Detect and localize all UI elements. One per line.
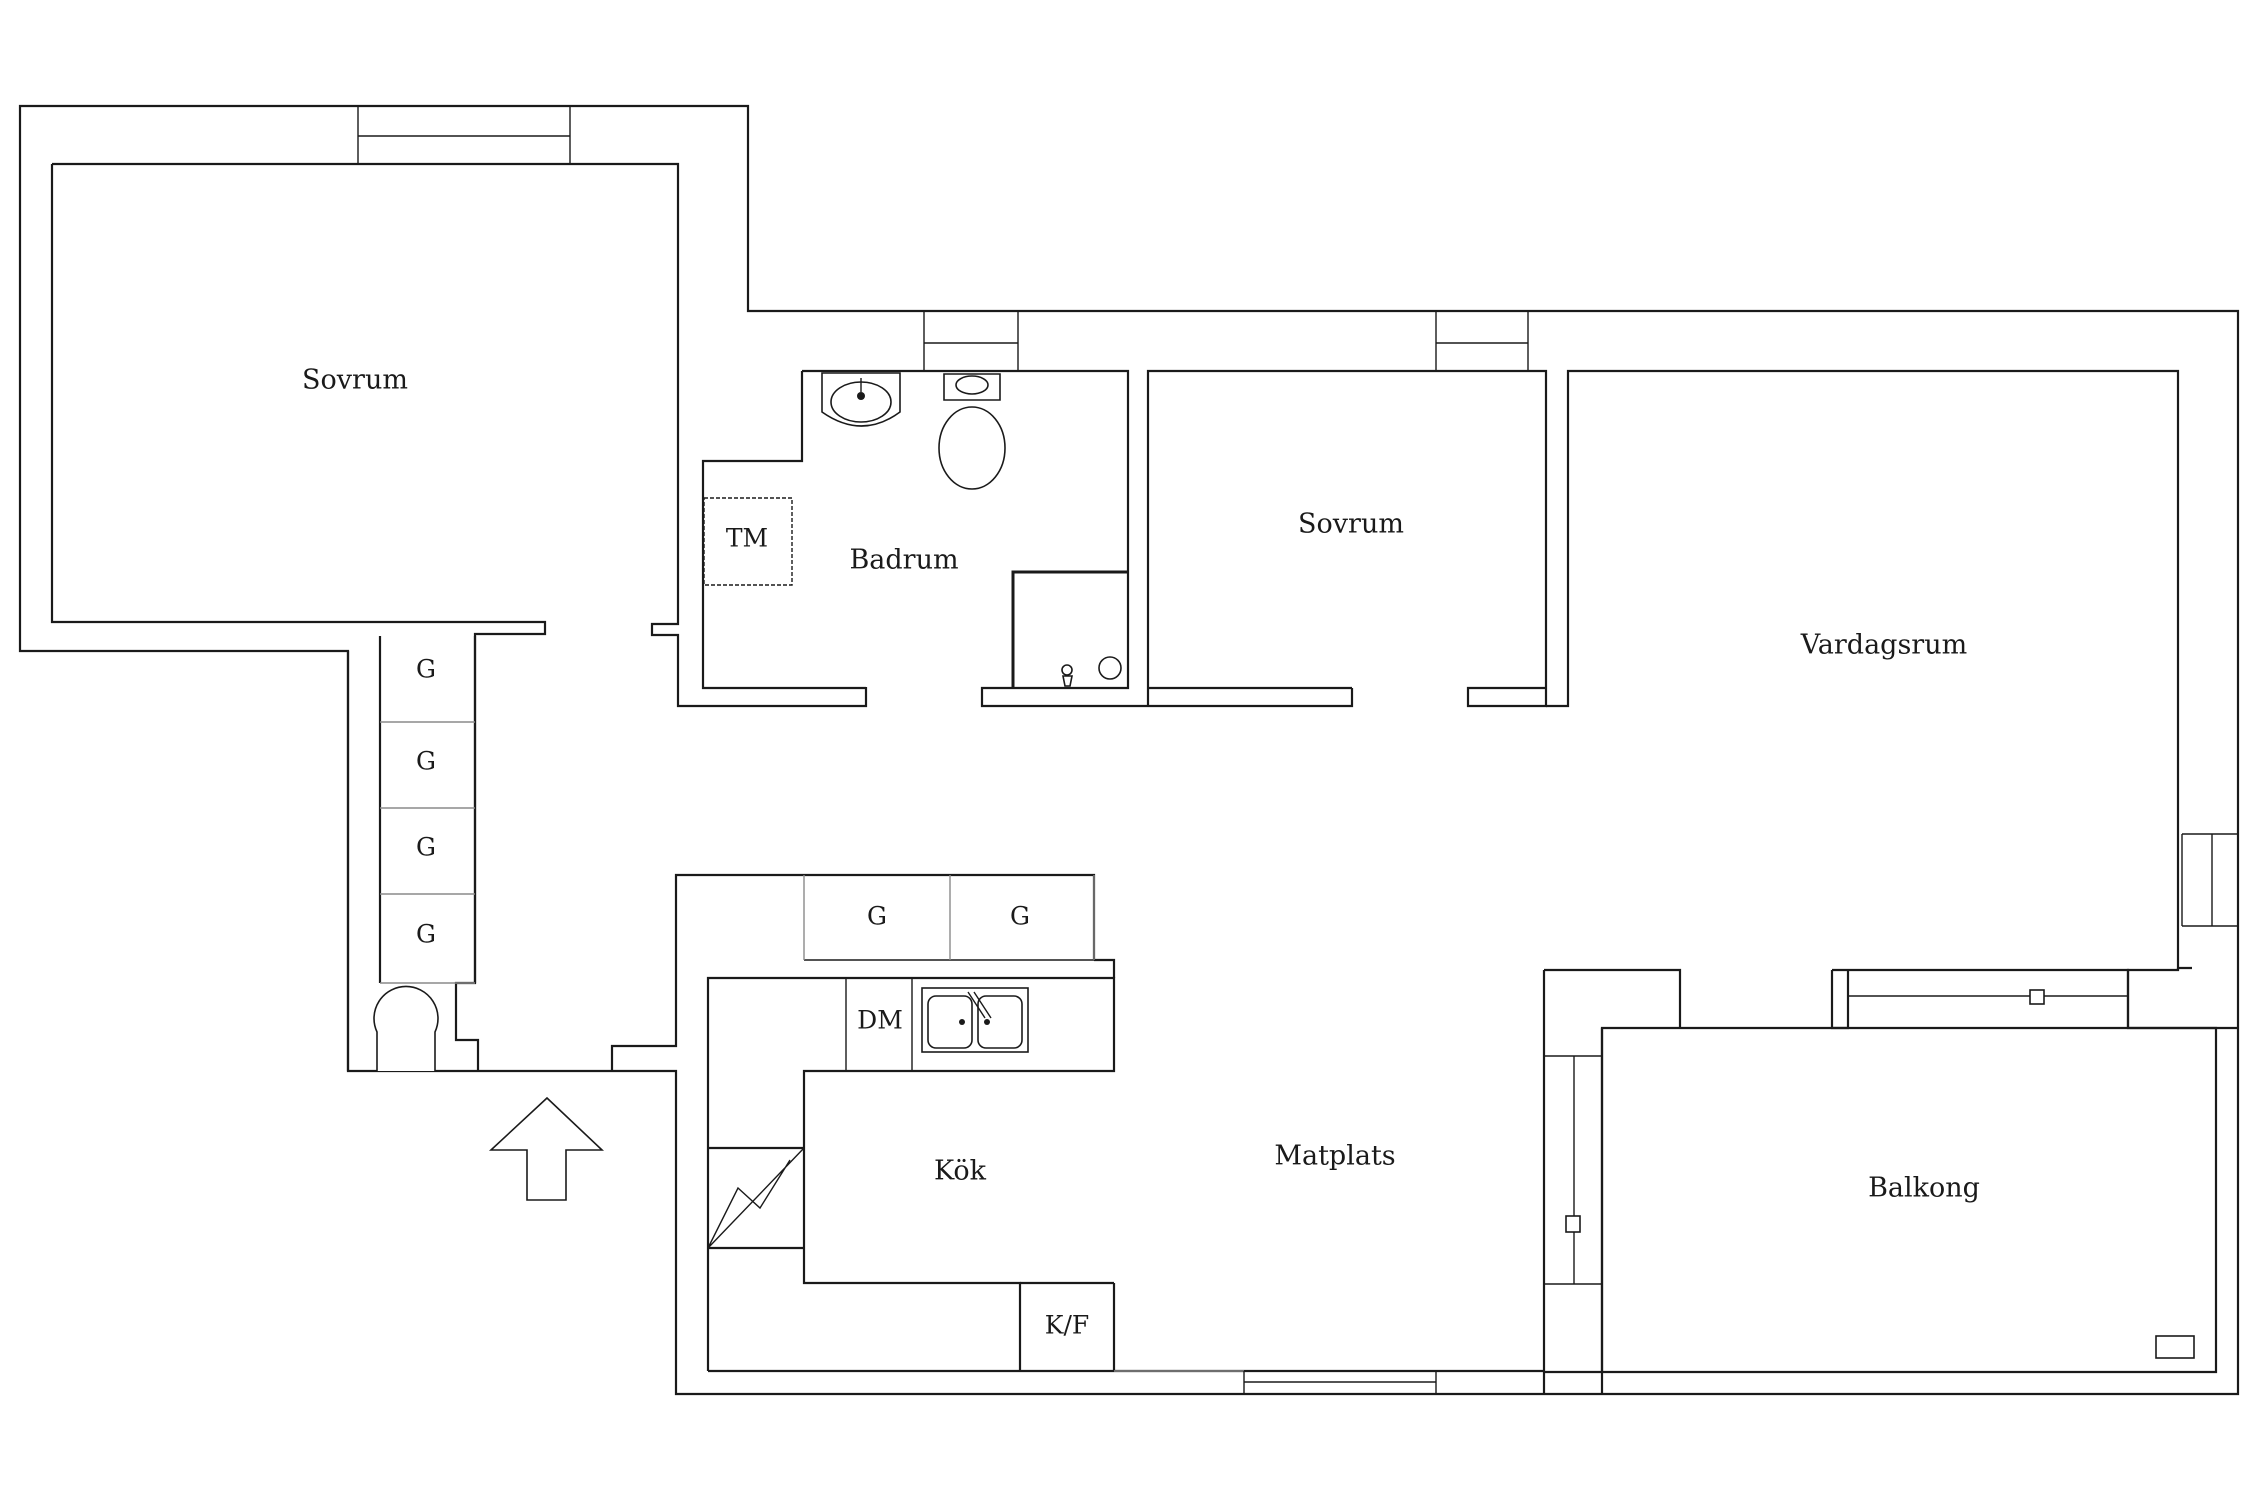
double-sink-icon [921,987,1029,1053]
closet-label: G [1010,902,1030,931]
closet-label: G [416,920,436,949]
fixture-label-tm: TM [726,524,768,553]
fixture-label-dm: DM [857,1006,903,1035]
room-label-vardagsrum: Vardagsrum [1800,630,1967,661]
room-label-kok: Kök [934,1156,987,1187]
fixture-label-kf: K/F [1045,1311,1089,1340]
washbasin-icon [821,372,901,427]
room-label-sovrum-middle: Sovrum [1298,509,1404,540]
closet-label: G [416,833,436,862]
toilet-icon [938,373,1006,490]
balcony [1542,968,2218,1394]
living-room [1680,833,2238,1030]
shower-icon [1061,656,1122,687]
room-label-matplats: Matplats [1274,1141,1395,1172]
entrance-arrow-icon [488,1096,605,1201]
middle-bedroom [1146,311,2192,970]
closet-label: G [416,655,436,684]
stove-icon [707,1147,805,1249]
closet-label: G [867,902,887,931]
bathroom [701,311,1354,708]
kitchen [706,958,1544,1394]
closet-label: G [416,747,436,776]
room-label-sovrum-left: Sovrum [302,365,408,396]
room-label-balkong: Balkong [1868,1173,1980,1204]
room-label-badrum: Badrum [849,545,958,576]
hall-closets [373,636,1095,1071]
